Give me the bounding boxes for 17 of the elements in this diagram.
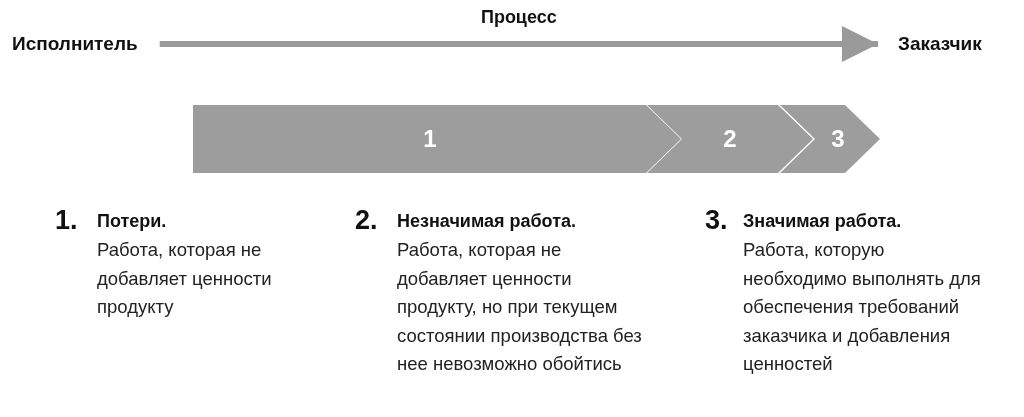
item-heading: Значимая работа. xyxy=(743,211,902,232)
chevron-shape xyxy=(780,105,880,173)
chevron-shape xyxy=(647,105,813,173)
item-description: Работа, которую необходимо выполнять для обеспечения требований заказчика и добавления ценностей xyxy=(743,238,982,376)
item-description: Работа, которая не добавляет ценности продукту, но при текущем состоянии производства без нее невозможно обойтись xyxy=(397,238,643,376)
list-number: 2. xyxy=(355,205,378,236)
step-number: 3 xyxy=(831,125,845,153)
endpoint-label: Заказчик xyxy=(898,33,982,55)
item-description: Работа, которая не добавляет ценности продукту xyxy=(97,238,273,319)
item-heading: Потери. xyxy=(97,211,167,232)
process-arrow xyxy=(159,26,878,62)
list-number: 1. xyxy=(55,205,78,236)
step-number: 1 xyxy=(423,125,437,153)
step-number: 2 xyxy=(723,125,737,153)
endpoint-label: Исполнитель xyxy=(12,33,138,55)
list-number: 3. xyxy=(705,205,728,236)
item-heading: Незначимая работа. xyxy=(397,211,576,232)
